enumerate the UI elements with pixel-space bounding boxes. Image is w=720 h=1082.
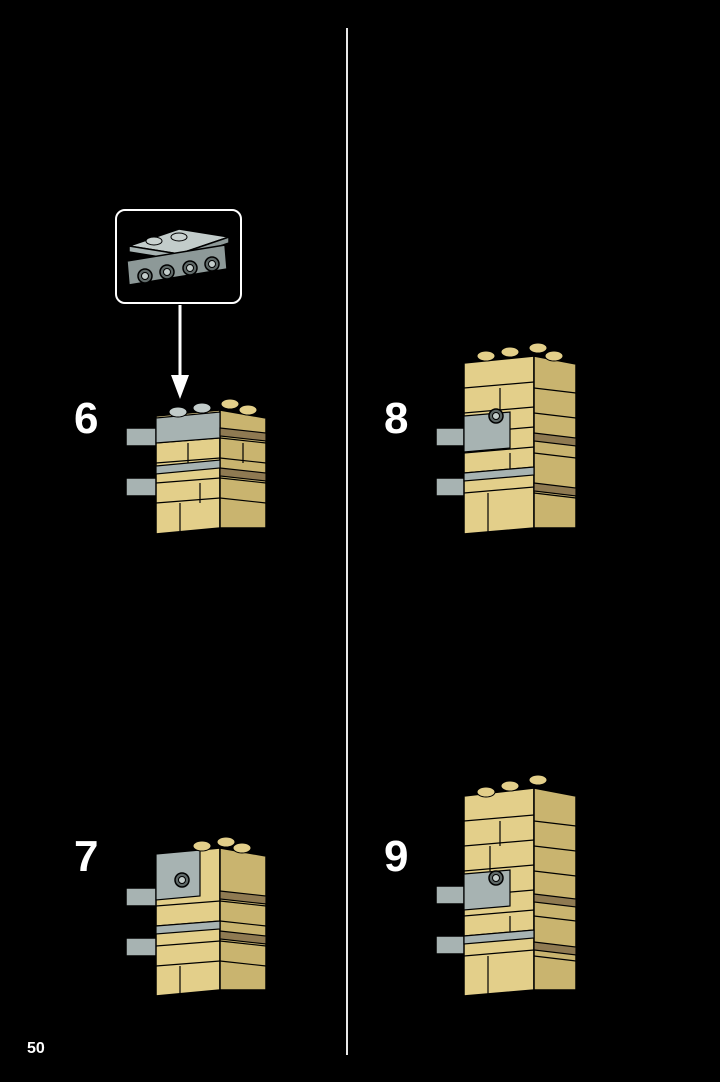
model-step-7 [125, 836, 267, 997]
parts-callout [115, 209, 242, 304]
model-step-6 [125, 398, 267, 535]
step-number-6: 6 [74, 394, 99, 443]
center-divider [346, 28, 348, 1055]
arrow-down-icon [171, 305, 189, 399]
step-number-7: 7 [74, 832, 99, 881]
step-number-8: 8 [384, 394, 409, 443]
step-number-9: 9 [384, 832, 409, 881]
page-number: 50 [27, 1040, 45, 1057]
model-step-9 [435, 774, 577, 997]
model-step-8 [435, 342, 577, 535]
bracket-plate-icon [126, 228, 230, 286]
